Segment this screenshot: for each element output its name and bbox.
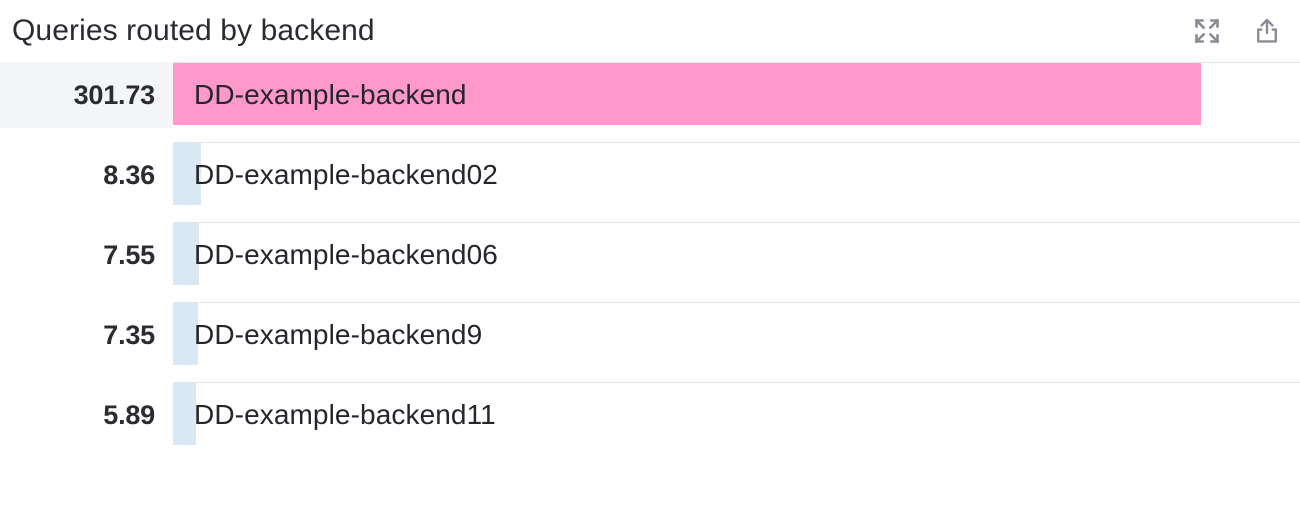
row-bar: [173, 303, 199, 365]
row-value: 8.36: [103, 159, 155, 190]
row-bar: [173, 383, 196, 445]
row-value: 5.89: [103, 399, 155, 430]
row-value: 7.35: [103, 319, 155, 350]
table-row[interactable]: 7.55 DD-example-backend06: [0, 222, 1300, 288]
table-row[interactable]: 7.35 DD-example-backend9: [0, 302, 1300, 368]
row-value: 7.55: [103, 239, 155, 270]
row-label: DD-example-backend: [194, 79, 467, 110]
row-bar-area: DD-example-backend9: [173, 302, 1300, 368]
expand-icon: [1193, 17, 1221, 45]
row-divider: [173, 62, 1300, 63]
row-divider: [173, 222, 1300, 223]
page-title: Queries routed by backend: [12, 14, 375, 47]
widget-header: Queries routed by backend: [0, 0, 1300, 62]
row-bar: [173, 223, 199, 285]
row-divider: [173, 382, 1300, 383]
row-bar-area: DD-example-backend: [173, 62, 1300, 128]
table-row[interactable]: 301.73 DD-example-backend: [0, 62, 1300, 128]
row-bar: [173, 63, 1201, 125]
table-row[interactable]: 5.89 DD-example-backend11: [0, 382, 1300, 448]
row-bar: [173, 143, 202, 205]
row-label: DD-example-backend9: [194, 319, 483, 350]
row-divider: [173, 142, 1300, 143]
table-row[interactable]: 8.36 DD-example-backend02: [0, 142, 1300, 208]
row-bar-area: DD-example-backend06: [173, 222, 1300, 288]
header-actions: [1192, 16, 1282, 46]
row-bar-area: DD-example-backend11: [173, 382, 1300, 448]
row-label: DD-example-backend11: [194, 399, 496, 430]
row-divider: [173, 302, 1300, 303]
expand-button[interactable]: [1192, 16, 1222, 46]
row-value: 301.73: [0, 62, 173, 128]
row-label: DD-example-backend06: [194, 239, 498, 270]
row-label: DD-example-backend02: [194, 159, 498, 190]
export-icon: [1253, 17, 1281, 45]
export-button[interactable]: [1252, 16, 1282, 46]
row-bar-area: DD-example-backend02: [173, 142, 1300, 208]
